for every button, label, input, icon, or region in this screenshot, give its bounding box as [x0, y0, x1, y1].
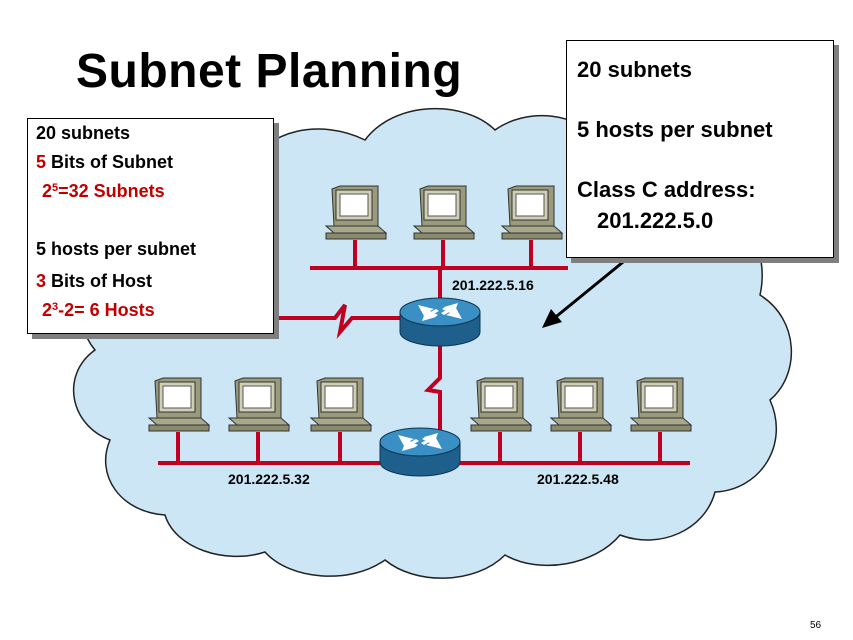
- serial-link-left: [265, 303, 400, 339]
- top-computer-2: [413, 185, 475, 240]
- left-line-subnet-count: 25=32 Subnets: [42, 181, 165, 201]
- calculation-box: 20 subnets 5 Bits of Subnet 25=32 Subnet…: [27, 118, 274, 334]
- left-line-host-count: 23-2= 6 Hosts: [42, 300, 155, 320]
- right-line-hosts: 5 hosts per subnet: [577, 117, 773, 142]
- pointer-arrow: [551, 256, 629, 322]
- bottom-computer-4: [470, 377, 532, 432]
- left-line-subnet-bits: 5 Bits of Subnet: [36, 152, 174, 172]
- serial-link-routers: [423, 345, 442, 430]
- bottom-computer-1: [148, 377, 210, 432]
- page-number: 56: [810, 620, 822, 631]
- requirements-box: 20 subnets 5 hosts per subnet Class C ad…: [566, 40, 834, 258]
- right-line-class: Class C address:: [577, 177, 756, 202]
- top-computer-1: [325, 185, 387, 240]
- bottom-computer-2: [228, 377, 290, 432]
- router-bottom: [379, 427, 461, 477]
- bottom-computer-6: [630, 377, 692, 432]
- router-top: [399, 297, 481, 347]
- top-computer-3: [501, 185, 563, 240]
- page-title: Subnet Planning: [76, 45, 463, 98]
- label-subnet-48: 201.222.5.48: [537, 471, 619, 487]
- right-line-subnets: 20 subnets: [577, 57, 692, 82]
- right-line-address: 201.222.5.0: [597, 208, 714, 233]
- left-line-subnets: 20 subnets: [36, 123, 131, 143]
- left-line-host-bits: 3 Bits of Host: [36, 271, 153, 291]
- bottom-computer-5: [550, 377, 612, 432]
- label-subnet-16: 201.222.5.16: [452, 277, 534, 293]
- bottom-computer-3: [310, 377, 372, 432]
- left-line-hosts: 5 hosts per subnet: [36, 239, 197, 259]
- label-subnet-32: 201.222.5.32: [228, 471, 310, 487]
